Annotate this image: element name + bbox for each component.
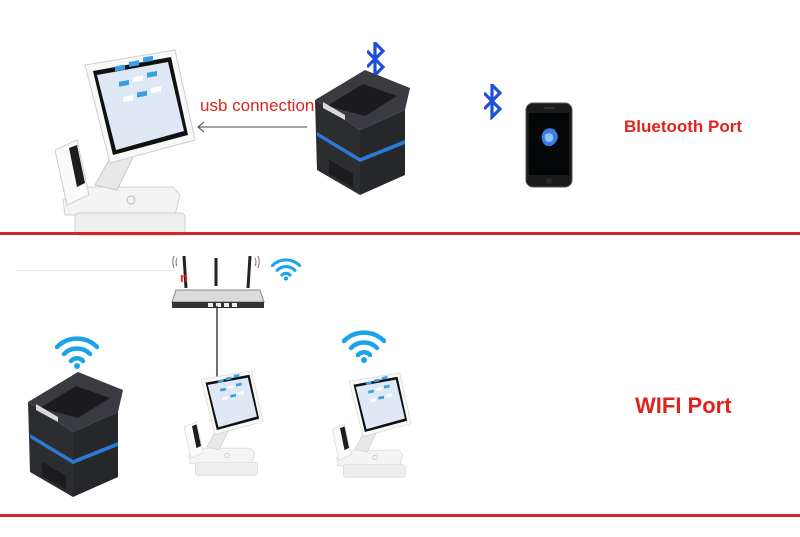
thermal-printer-icon xyxy=(28,372,123,497)
section-divider xyxy=(0,232,800,235)
wifi-icon xyxy=(271,258,301,282)
wifi-port-label: WIFI Port xyxy=(635,393,732,418)
smartphone-icon xyxy=(525,102,573,188)
network-cable xyxy=(216,306,218,378)
router-mark: n xyxy=(180,270,188,285)
faint-line xyxy=(15,270,175,271)
bluetooth-icon xyxy=(484,84,502,119)
wifi-icon xyxy=(55,333,99,371)
bluetooth-port-label: Bluetooth Port xyxy=(624,117,743,136)
pos-terminal-icon xyxy=(331,372,412,478)
usb-connection-label: usb connection xyxy=(200,96,315,115)
router-icon xyxy=(171,255,265,308)
pos-terminal-icon xyxy=(55,49,196,236)
thermal-printer-icon xyxy=(315,70,410,195)
arrow-left-icon xyxy=(197,121,307,133)
section-divider xyxy=(0,514,800,517)
wifi-icon xyxy=(342,327,386,365)
pos-terminal-icon xyxy=(183,370,264,476)
